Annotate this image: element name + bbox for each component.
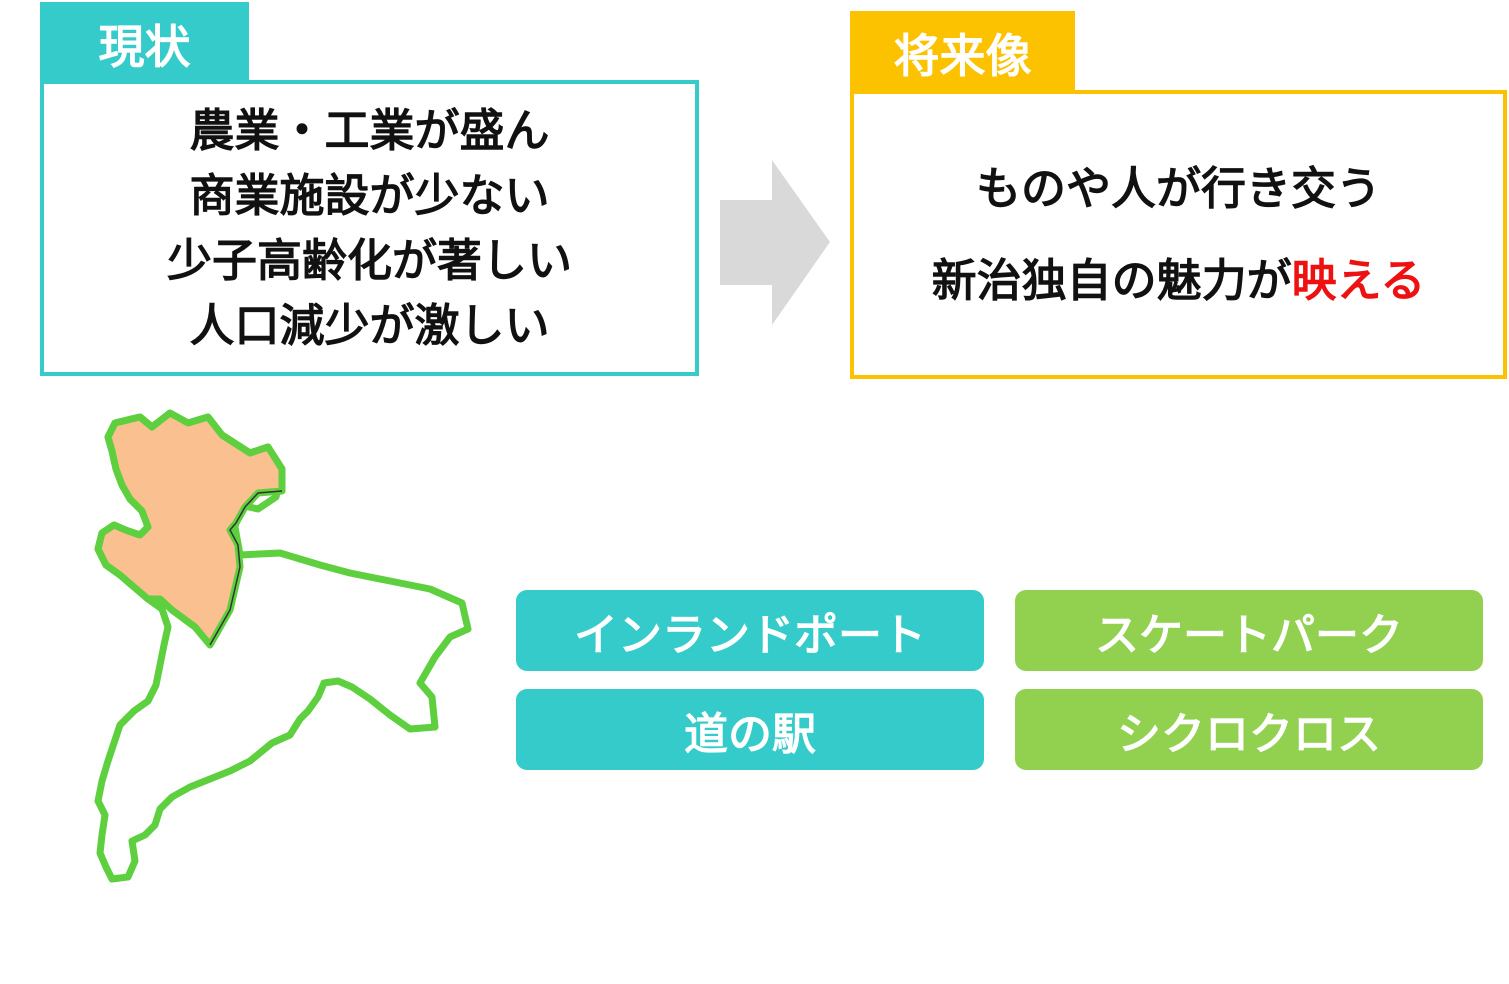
right-arrow-icon [720, 160, 830, 325]
district-border [209, 490, 283, 646]
roadside-station-text: 道の駅 [684, 708, 816, 760]
city-map [94, 409, 472, 883]
skate-park-text: スケートパーク [1095, 609, 1403, 661]
inland-port-label: インランドポート [516, 590, 984, 671]
future-vision-tab-label: 将来像 [893, 29, 1032, 83]
highlight-text: 映える [1291, 253, 1426, 307]
future-vision-line: ものや人が行き交う [975, 161, 1381, 215]
current-status-line: 少子高齢化が著しい [166, 234, 572, 287]
current-status-line: 商業施設が少ない [189, 169, 550, 222]
current-status-tab: 現状 [40, 2, 249, 86]
shikuro-cross-text: シクロクロス [1117, 708, 1381, 760]
future-vision-line: 新治独自の魅力が映える [932, 235, 1426, 327]
future-vision-tab: 将来像 [850, 11, 1075, 95]
highlighted-district [94, 409, 286, 649]
inland-port-text: インランドポート [574, 609, 926, 661]
current-status-tab-label: 現状 [98, 20, 191, 74]
shikuro-cross-label: シクロクロス [1015, 689, 1483, 770]
roadside-station-label: 道の駅 [516, 689, 984, 770]
future-vision-box: ものや人が行き交う 新治独自の魅力が映える [850, 90, 1507, 379]
current-status-box: 農業・工業が盛ん 商業施設が少ない 少子高齢化が著しい 人口減少が激しい [40, 80, 699, 376]
current-status-line: 農業・工業が盛ん [189, 104, 550, 157]
current-status-line: 人口減少が激しい [189, 299, 550, 352]
future-vision-text: 新治独自の魅力が [931, 253, 1292, 307]
skate-park-label: スケートパーク [1015, 590, 1483, 671]
